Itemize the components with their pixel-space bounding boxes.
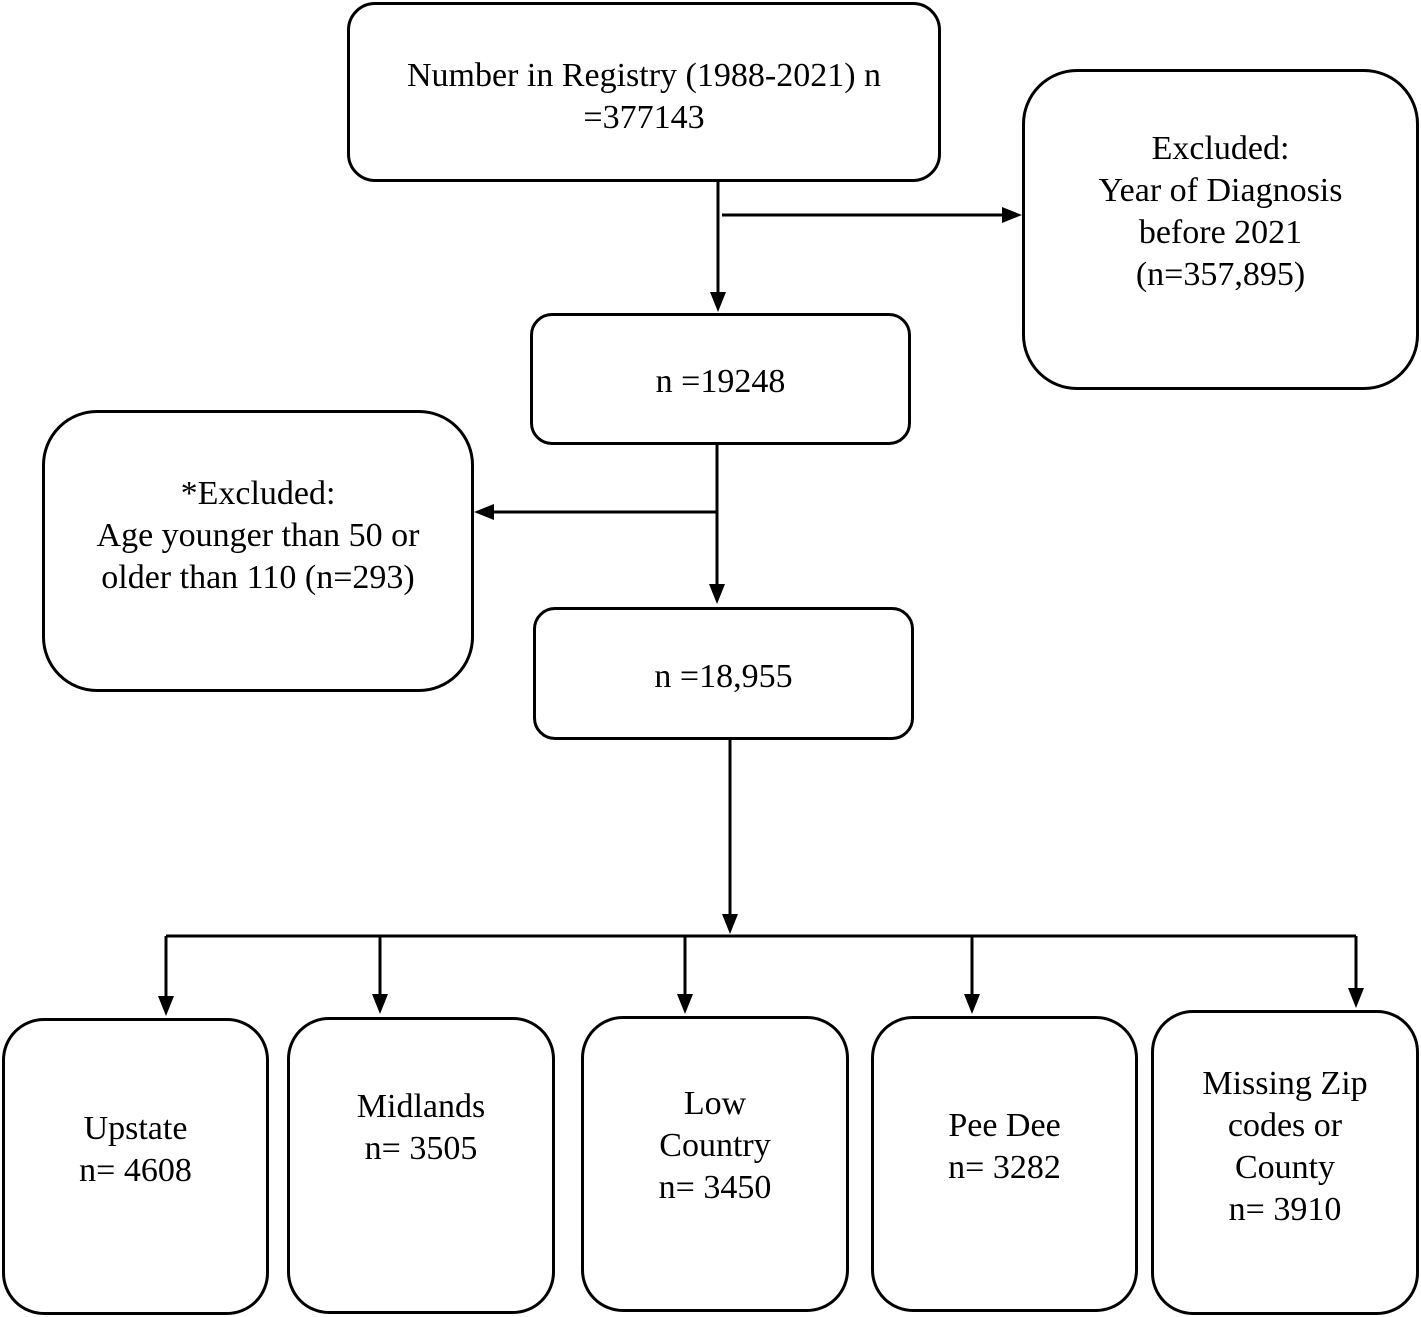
low-country-count: n= 3450: [658, 1169, 772, 1206]
region-box-pee-dee: Pee Dee n= 3282: [871, 1016, 1138, 1312]
region-box-midlands: Midlands n= 3505: [287, 1017, 555, 1314]
region-box-upstate: Upstate n= 4608: [2, 1018, 269, 1315]
region-box-low-country: Low Country n= 3450: [581, 1016, 849, 1312]
registry-line-2: =377143: [583, 99, 705, 136]
arrowhead-branch-low-country: [677, 994, 693, 1014]
arrowhead-branch-pee-dee: [964, 994, 980, 1014]
pee-dee-label: Pee Dee: [948, 1107, 1061, 1144]
upstate-label: Upstate: [83, 1110, 188, 1147]
arrowhead-step3-to-branch: [722, 914, 738, 934]
step2-box: n =19248: [530, 313, 911, 445]
excluded-age-line-2: Age younger than 50 or: [96, 517, 420, 554]
step3-label: n =18,955: [654, 658, 793, 695]
step2-label: n =19248: [655, 363, 786, 400]
missing-label-2: codes or: [1227, 1107, 1343, 1144]
arrowhead-branch-missing: [1348, 988, 1364, 1008]
arrowhead-to-excluded-year: [1002, 207, 1022, 223]
midlands-count: n= 3505: [364, 1130, 478, 1167]
excluded-age-line-3: older than 110 (n=293): [101, 559, 415, 596]
excluded-year-line-1: Excluded:: [1151, 130, 1290, 167]
upstate-count: n= 4608: [79, 1152, 192, 1189]
step3-box: n =18,955: [533, 607, 914, 740]
excluded-age-line-1: *Excluded:: [180, 475, 336, 512]
low-country-label-1: Low: [683, 1085, 747, 1122]
missing-label-3: County: [1234, 1149, 1336, 1186]
arrowhead-branch-midlands: [372, 994, 388, 1014]
registry-line-1: Number in Registry (1988-2021) n: [406, 57, 882, 94]
excluded-age-box: *Excluded: Age younger than 50 or older …: [42, 410, 474, 692]
arrowhead-step2-to-step3: [709, 584, 725, 604]
missing-count: n= 3910: [1228, 1191, 1342, 1228]
arrowhead-to-excluded-age: [474, 504, 494, 520]
excluded-year-line-4: (n=357,895): [1135, 256, 1306, 293]
excluded-year-line-3: before 2021: [1138, 214, 1303, 251]
pee-dee-count: n= 3282: [948, 1149, 1061, 1186]
arrowhead-registry-to-step2: [710, 292, 726, 312]
low-country-label-2: Country: [659, 1127, 771, 1164]
excluded-year-box: Excluded: Year of Diagnosis before 2021 …: [1022, 69, 1419, 390]
excluded-year-line-2: Year of Diagnosis: [1098, 172, 1343, 209]
region-box-missing: Missing Zip codes or County n= 3910: [1151, 1010, 1419, 1315]
arrowhead-branch-upstate: [158, 996, 174, 1016]
midlands-label: Midlands: [356, 1088, 486, 1125]
registry-box: Number in Registry (1988-2021) n =377143: [347, 2, 941, 182]
missing-label-1: Missing Zip: [1202, 1065, 1368, 1102]
